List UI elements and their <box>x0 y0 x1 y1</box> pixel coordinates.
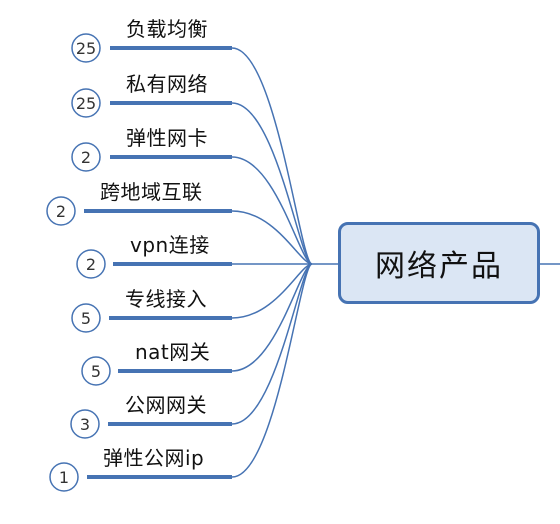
count-badge <box>49 462 79 492</box>
branch-7: 5 <box>81 263 313 386</box>
count-badge <box>71 88 101 118</box>
branch-label[interactable]: 负载均衡 <box>126 17 208 41</box>
count-badge-value: 3 <box>80 415 90 434</box>
branch-label[interactable]: 弹性网卡 <box>126 126 208 150</box>
branch-label[interactable]: nat网关 <box>135 340 211 364</box>
count-badge <box>76 249 106 279</box>
branch-9: 1 <box>49 263 313 492</box>
branch-label[interactable]: 专线接入 <box>125 287 207 311</box>
branch-label[interactable]: 公网网关 <box>125 393 207 417</box>
count-badge-value: 2 <box>86 255 96 274</box>
branch-curve <box>231 156 313 265</box>
central-topic-label: 网络产品 <box>375 249 503 284</box>
count-badge-value: 5 <box>81 309 91 328</box>
count-badge-value: 2 <box>56 202 66 221</box>
branch-5: 2 <box>76 249 312 279</box>
branch-label[interactable]: vpn连接 <box>130 233 210 257</box>
branch-curve <box>231 102 313 265</box>
count-badge <box>71 142 101 172</box>
count-badge <box>46 196 76 226</box>
branch-3: 2 <box>71 142 313 265</box>
branch-1: 25 <box>71 33 313 265</box>
count-badge-value: 25 <box>76 94 96 113</box>
branch-6: 5 <box>71 263 313 333</box>
count-badge-value: 25 <box>76 39 96 58</box>
count-badge-value: 2 <box>81 148 91 167</box>
count-badge-value: 1 <box>59 468 69 487</box>
branch-2: 25 <box>71 88 313 265</box>
branch-curve <box>231 263 313 372</box>
count-badge <box>71 33 101 63</box>
branch-curve <box>231 263 313 478</box>
branch-4: 2 <box>46 196 313 265</box>
branch-curve <box>231 263 313 319</box>
branch-label[interactable]: 弹性公网ip <box>103 446 205 470</box>
central-topic-node[interactable]: 网络产品 <box>338 222 540 304</box>
count-badge-value: 5 <box>91 362 101 381</box>
count-badge <box>70 409 100 439</box>
branch-curve <box>231 210 313 265</box>
branch-curve <box>231 263 313 425</box>
count-badge <box>81 356 111 386</box>
branch-label[interactable]: 私有网络 <box>126 72 208 96</box>
count-badge <box>71 303 101 333</box>
branch-label[interactable]: 跨地域互联 <box>100 180 203 204</box>
branch-curve <box>231 47 313 265</box>
